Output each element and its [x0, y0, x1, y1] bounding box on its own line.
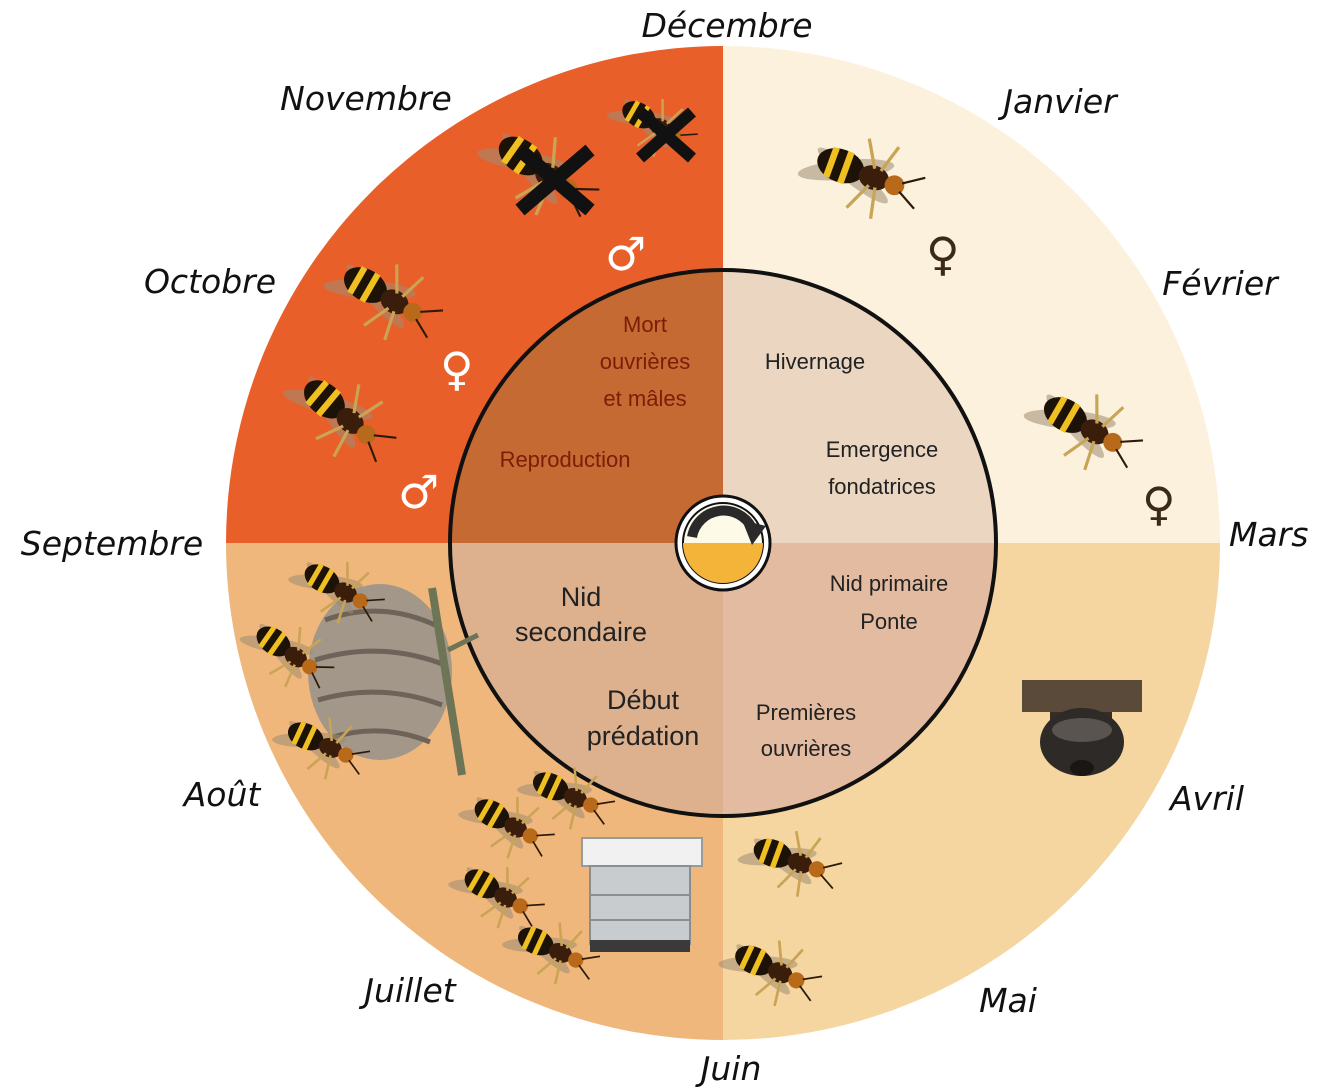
male-symbol: ♂: [398, 465, 439, 519]
month-label-mai: Mai: [979, 981, 1037, 1020]
month-label-fevrier: Février: [1162, 264, 1280, 303]
phase-label: Mort: [623, 312, 667, 337]
month-label-juin: Juin: [695, 1049, 762, 1088]
month-label-juillet: Juillet: [358, 971, 456, 1010]
phase-label: Début: [607, 685, 680, 715]
female-symbol: ♀: [926, 227, 960, 281]
phase-label: ouvrières: [600, 349, 690, 374]
phase-label: Nid: [561, 582, 602, 612]
female-symbol: ♀: [1142, 477, 1176, 531]
phase-label: prédation: [587, 721, 700, 751]
phase-label: Ponte: [860, 609, 918, 634]
phase-label: fondatrices: [828, 474, 936, 499]
phase-label: ouvrières: [761, 736, 851, 761]
phase-label: Reproduction: [500, 447, 631, 472]
phase-label: Hivernage: [765, 349, 865, 374]
phase-label: Premières: [756, 700, 856, 725]
phase-label: et mâles: [603, 386, 686, 411]
beehive-icon: [582, 838, 702, 952]
month-label-octobre: Octobre: [144, 262, 276, 301]
male-symbol: ♂: [605, 227, 646, 281]
month-label-avril: Avril: [1168, 779, 1244, 818]
phase-label: Emergence: [826, 437, 939, 462]
month-label-aout: Août: [182, 775, 262, 814]
month-label-mars: Mars: [1229, 515, 1308, 554]
month-label-septembre: Septembre: [21, 524, 203, 563]
cycle-arrow-icon: [676, 496, 770, 590]
month-label-decembre: Décembre: [641, 6, 812, 45]
month-label-janvier: Janvier: [997, 82, 1119, 121]
phase-label: secondaire: [515, 617, 647, 647]
month-label-novembre: Novembre: [280, 79, 452, 118]
phase-label: Nid primaire: [830, 571, 949, 596]
female-symbol: ♀: [440, 342, 474, 396]
